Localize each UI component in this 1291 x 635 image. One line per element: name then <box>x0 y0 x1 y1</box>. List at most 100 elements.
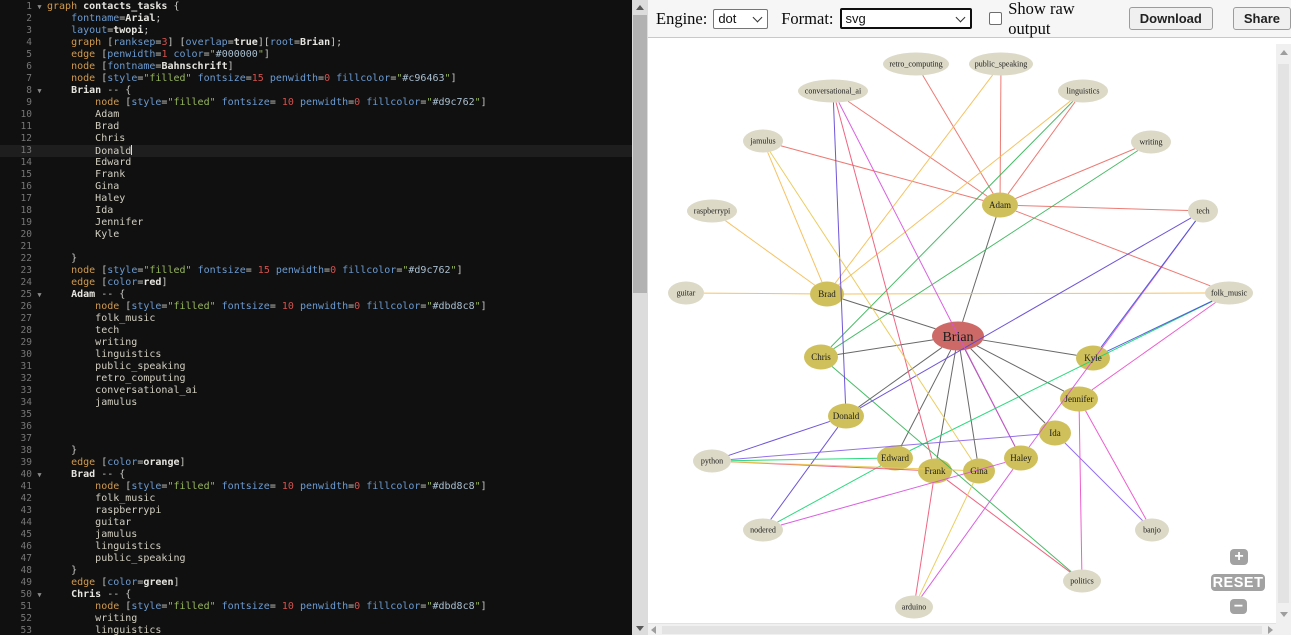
code-line-21[interactable]: 21 <box>0 241 632 253</box>
scroll-down-icon[interactable] <box>636 626 644 631</box>
code-text: Brad -- { <box>71 469 126 480</box>
code-line-23[interactable]: 23 node [style="filled" fontsize= 15 pen… <box>0 265 632 277</box>
code-line-48[interactable]: 48 } <box>0 565 632 577</box>
scroll-right-icon[interactable] <box>1268 626 1273 634</box>
code-line-29[interactable]: 29 writing <box>0 337 632 349</box>
code-line-32[interactable]: 32 retro_computing <box>0 373 632 385</box>
code-line-10[interactable]: 10 Adam <box>0 109 632 121</box>
fold-arrow-icon[interactable]: ▼ <box>37 471 42 479</box>
code-line-24[interactable]: 24 edge [color=red] <box>0 277 632 289</box>
fold-arrow-icon[interactable]: ▼ <box>37 291 42 299</box>
code-line-25[interactable]: 25▼ Adam -- { <box>0 289 632 301</box>
graph-vertical-scrollbar[interactable] <box>1276 44 1291 623</box>
code-text: Adam -- { <box>71 289 126 300</box>
code-line-50[interactable]: 50▼ Chris -- { <box>0 589 632 601</box>
zoom-reset-button[interactable]: RESET <box>1211 574 1265 591</box>
fold-gutter <box>32 217 47 229</box>
code-text: edge [penwidth=1 color="#000000"] <box>71 49 270 60</box>
code-line-27[interactable]: 27 folk_music <box>0 313 632 325</box>
graph-node-retro_computing <box>883 52 949 76</box>
code-line-34[interactable]: 34 jamulus <box>0 397 632 409</box>
code-line-39[interactable]: 39 edge [color=orange] <box>0 457 632 469</box>
show-raw-output-checkbox[interactable] <box>989 12 1003 25</box>
scroll-left-icon[interactable] <box>651 626 656 634</box>
fold-arrow-icon[interactable]: ▼ <box>37 591 42 599</box>
code-line-7[interactable]: 7 node [style="filled" fontsize=15 penwi… <box>0 73 632 85</box>
code-line-38[interactable]: 38 } <box>0 445 632 457</box>
code-line-8[interactable]: 8▼ Brian -- { <box>0 85 632 97</box>
graph-vscroll-thumb[interactable] <box>1278 64 1289 603</box>
fold-gutter <box>32 25 47 37</box>
fold-gutter <box>32 349 47 361</box>
code-line-36[interactable]: 36 <box>0 421 632 433</box>
code-line-40[interactable]: 40▼ Brad -- { <box>0 469 632 481</box>
code-line-26[interactable]: 26 node [style="filled" fontsize= 10 pen… <box>0 301 632 313</box>
code-line-20[interactable]: 20 Kyle <box>0 229 632 241</box>
graph-node-label-linguistics: linguistics <box>1067 87 1100 96</box>
code-line-28[interactable]: 28 tech <box>0 325 632 337</box>
fold-gutter <box>32 133 47 145</box>
graph-hscroll-thumb[interactable] <box>662 626 1262 634</box>
code-line-43[interactable]: 43 raspberrypi <box>0 505 632 517</box>
code-line-16[interactable]: 16 Gina <box>0 181 632 193</box>
code-text <box>47 241 632 253</box>
download-button[interactable]: Download <box>1128 7 1213 30</box>
graph-node-politics <box>1063 569 1101 593</box>
scroll-down-icon[interactable] <box>1280 612 1288 617</box>
code-editor[interactable]: 1▼graph contacts_tasks {2 fontname=Arial… <box>0 0 632 635</box>
fold-gutter <box>32 529 47 541</box>
code-line-37[interactable]: 37 <box>0 433 632 445</box>
zoom-out-button[interactable]: − <box>1230 598 1247 615</box>
code-line-53[interactable]: 53 linguistics <box>0 625 632 635</box>
code-line-1[interactable]: 1▼graph contacts_tasks { <box>0 1 632 13</box>
code-text: Brian -- { <box>71 85 132 96</box>
code-line-35[interactable]: 35 <box>0 409 632 421</box>
graph-node-label-folk_music: folk_music <box>1211 289 1247 298</box>
code-line-19[interactable]: 19 Jennifer <box>0 217 632 229</box>
code-line-4[interactable]: 4 graph [ranksep=3] [overlap=true][root=… <box>0 37 632 49</box>
graph-horizontal-scrollbar[interactable] <box>648 623 1276 635</box>
code-line-41[interactable]: 41 node [style="filled" fontsize= 10 pen… <box>0 481 632 493</box>
code-line-52[interactable]: 52 writing <box>0 613 632 625</box>
code-line-9[interactable]: 9 node [style="filled" fontsize= 10 penw… <box>0 97 632 109</box>
code-line-17[interactable]: 17 Haley <box>0 193 632 205</box>
code-line-22[interactable]: 22 } <box>0 253 632 265</box>
line-number: 24 <box>20 277 32 288</box>
editor-scrollbar-thumb[interactable] <box>633 15 647 293</box>
code-line-15[interactable]: 15 Frank <box>0 169 632 181</box>
engine-select[interactable]: dot <box>713 8 769 29</box>
code-line-2[interactable]: 2 fontname=Arial; <box>0 13 632 25</box>
code-line-49[interactable]: 49 edge [color=green] <box>0 577 632 589</box>
code-line-12[interactable]: 12 Chris <box>0 133 632 145</box>
code-line-3[interactable]: 3 layout=twopi; <box>0 25 632 37</box>
code-line-33[interactable]: 33 conversational_ai <box>0 385 632 397</box>
code-line-44[interactable]: 44 guitar <box>0 517 632 529</box>
zoom-in-button[interactable]: + <box>1230 548 1248 565</box>
code-line-46[interactable]: 46 linguistics <box>0 541 632 553</box>
code-line-14[interactable]: 14 Edward <box>0 157 632 169</box>
fold-arrow-icon[interactable]: ▼ <box>37 3 42 11</box>
code-line-31[interactable]: 31 public_speaking <box>0 361 632 373</box>
scroll-up-icon[interactable] <box>1280 50 1288 55</box>
code-line-42[interactable]: 42 folk_music <box>0 493 632 505</box>
share-button[interactable]: Share <box>1232 7 1291 30</box>
code-line-11[interactable]: 11 Brad <box>0 121 632 133</box>
line-number: 53 <box>20 625 32 635</box>
scroll-up-icon[interactable] <box>636 5 644 10</box>
code-line-6[interactable]: 6 node [fontname=Bahnschrift] <box>0 61 632 73</box>
code-line-18[interactable]: 18 Ida <box>0 205 632 217</box>
code-line-30[interactable]: 30 linguistics <box>0 349 632 361</box>
editor-scrollbar[interactable] <box>632 0 648 635</box>
show-raw-output-label: Show raw output <box>1008 0 1075 38</box>
graph-edge-Kyle-folk_music <box>1107 300 1213 352</box>
code-line-45[interactable]: 45 jamulus <box>0 529 632 541</box>
code-line-13[interactable]: 13 Donald <box>0 145 632 157</box>
line-number: 39 <box>20 457 32 468</box>
code-line-47[interactable]: 47 public_speaking <box>0 553 632 565</box>
code-line-5[interactable]: 5 edge [penwidth=1 color="#000000"] <box>0 49 632 61</box>
fold-arrow-icon[interactable]: ▼ <box>37 87 42 95</box>
format-select[interactable]: svg <box>839 8 973 29</box>
graph-node-label-Frank: Frank <box>925 466 946 476</box>
code-line-51[interactable]: 51 node [style="filled" fontsize= 10 pen… <box>0 601 632 613</box>
